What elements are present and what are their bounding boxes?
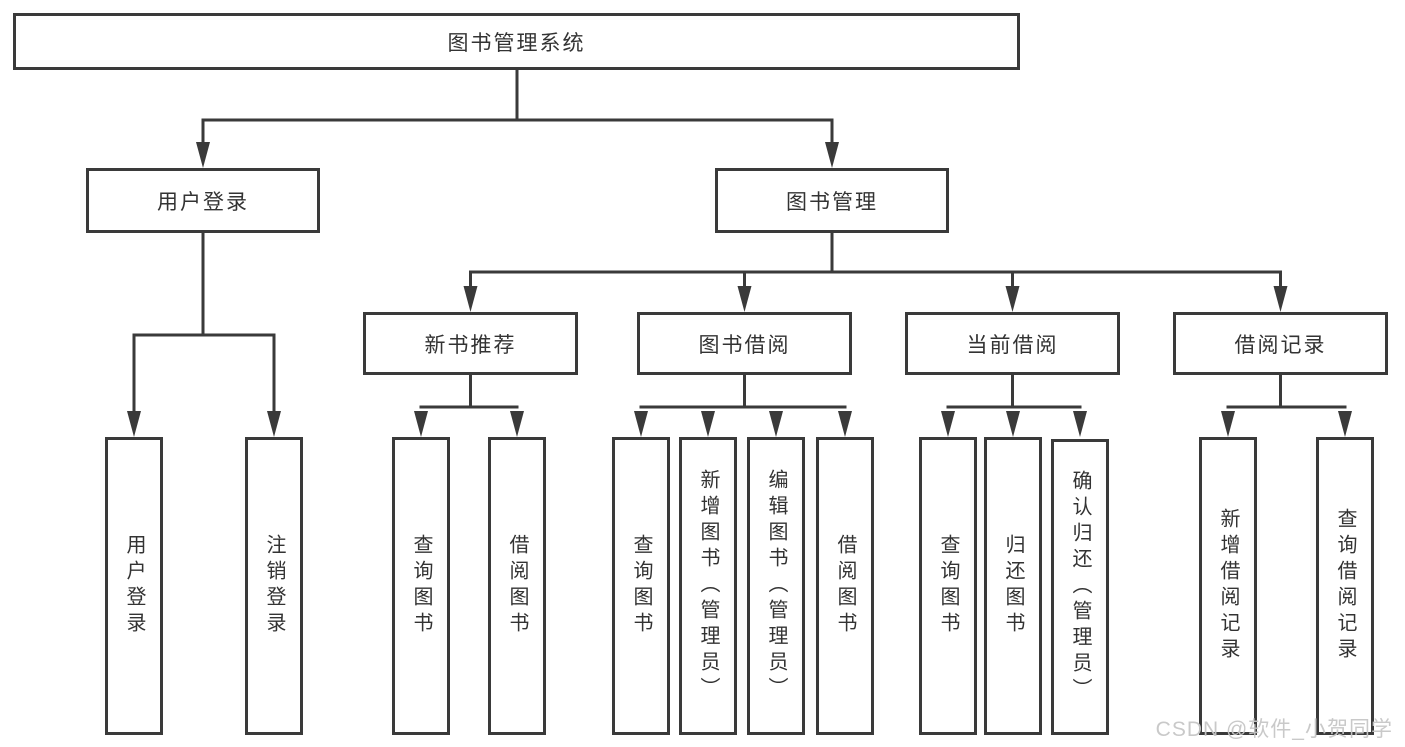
node-borrow-records: 借阅记录 [1173,312,1388,375]
leaf-query-books-recommend: 查询图书 [392,437,450,735]
leaf-borrow-books-recommend-label: 借阅图书 [506,534,528,638]
node-current-borrow: 当前借阅 [905,312,1120,375]
leaf-query-borrow-record: 查询借阅记录 [1316,437,1374,735]
leaf-borrow-books-recommend: 借阅图书 [488,437,546,735]
leaf-query-books-borrow-label: 查询图书 [630,534,652,638]
leaf-edit-books-admin-label: 编辑图书（管理员） [765,469,787,703]
node-new-book-recommend-label: 新书推荐 [424,333,517,357]
leaf-confirm-return-admin-label: 确认归还（管理员） [1069,470,1091,704]
leaf-query-books-current-label: 查询图书 [937,534,959,638]
leaf-user-login-label: 用户登录 [123,534,145,638]
node-new-book-recommend: 新书推荐 [363,312,578,375]
leaf-query-borrow-record-label: 查询借阅记录 [1334,508,1356,664]
leaf-logout: 注销登录 [245,437,303,735]
node-book-borrow-label: 图书借阅 [698,333,791,357]
leaf-logout-label: 注销登录 [263,534,285,638]
leaf-add-borrow-record-label: 新增借阅记录 [1217,508,1239,664]
node-book-borrow: 图书借阅 [637,312,852,375]
node-current-borrow-label: 当前借阅 [966,333,1059,357]
node-book-management: 图书管理 [715,168,949,233]
leaf-edit-books-admin: 编辑图书（管理员） [747,437,805,735]
leaf-return-books: 归还图书 [984,437,1042,735]
leaf-add-borrow-record: 新增借阅记录 [1199,437,1257,735]
leaf-return-books-label: 归还图书 [1002,534,1024,638]
node-borrow-records-label: 借阅记录 [1234,333,1327,357]
leaf-borrow-books-borrow-label: 借阅图书 [834,534,856,638]
leaf-borrow-books-borrow: 借阅图书 [816,437,874,735]
leaf-add-books-admin: 新增图书（管理员） [679,437,737,735]
node-user-login-label: 用户登录 [157,190,249,214]
leaf-query-books-borrow: 查询图书 [612,437,670,735]
leaf-query-books-current: 查询图书 [919,437,977,735]
leaf-query-books-recommend-label: 查询图书 [410,534,432,638]
leaf-user-login: 用户登录 [105,437,163,735]
node-user-login: 用户登录 [86,168,320,233]
leaf-confirm-return-admin: 确认归还（管理员） [1051,439,1109,735]
node-book-management-label: 图书管理 [786,190,878,214]
leaf-add-books-admin-label: 新增图书（管理员） [697,469,719,703]
node-root: 图书管理系统 [13,13,1020,70]
node-root-label: 图书管理系统 [447,31,586,55]
watermark: CSDN @软件_小贺同学 [1155,718,1393,741]
